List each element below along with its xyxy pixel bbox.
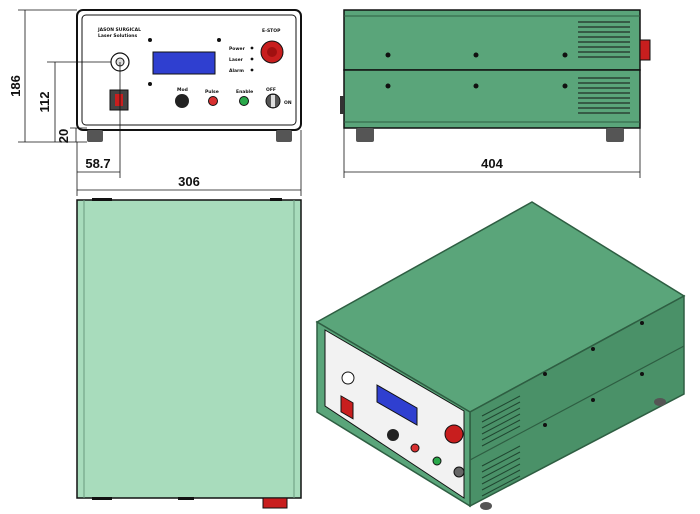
iso-vent-upper (481, 395, 521, 447)
side-foot-right (606, 128, 624, 142)
iso-foot-front (480, 502, 492, 510)
iso-vent-lower (481, 445, 521, 497)
front-dimensions (18, 9, 302, 196)
iso-estop (444, 424, 464, 444)
dim-height-aperture: 112 (37, 92, 52, 113)
pulse-label: Pulse (205, 89, 219, 95)
side-lower-shell (343, 69, 641, 129)
mode-button (175, 94, 189, 108)
side-view (340, 9, 651, 142)
dim-height-total: 186 (8, 75, 23, 97)
side-vent-lower (578, 77, 630, 114)
lcd-display (152, 51, 216, 75)
top-estop-protrusion (262, 497, 288, 509)
laser-label: Laser (229, 57, 244, 63)
iso-pulse-led (410, 443, 420, 453)
key-on-label: ON (284, 100, 292, 106)
iso-mode-button (387, 429, 399, 441)
top-shell (76, 199, 302, 499)
side-estop-protrusion (639, 39, 651, 61)
enable-label: Enable (236, 89, 253, 95)
front-view: JASON SURGICAL Laser Solutions Power Las… (76, 9, 302, 142)
dim-side-depth: 404 (481, 156, 503, 171)
side-vent-upper (578, 21, 630, 58)
top-view (76, 198, 302, 509)
side-foot-left (356, 128, 374, 142)
dim-front-width: 306 (178, 174, 200, 189)
enable-led (239, 96, 249, 106)
iso-foot-right (654, 398, 666, 406)
brand-line2: Laser Solutions (98, 33, 137, 39)
dim-aperture-offset: 58.7 (85, 156, 110, 171)
side-dimensions (343, 128, 641, 178)
iso-front-panel (324, 329, 465, 499)
mode-label: Mod (177, 87, 188, 93)
isometric-view (315, 201, 686, 510)
side-upper-shell (343, 9, 641, 71)
brand-line1: JASON SURGICAL (97, 27, 141, 33)
estop-label: E-STOP (262, 28, 281, 34)
foot-right (276, 130, 292, 142)
alarm-label: Alarm (229, 68, 244, 74)
pulse-led (208, 96, 218, 106)
key-label: OFF (266, 87, 276, 93)
iso-aperture (341, 371, 355, 385)
iso-enable-led (432, 456, 442, 466)
iso-lcd (376, 384, 418, 426)
iso-key-switch (453, 466, 465, 478)
foot-left (87, 130, 103, 142)
power-label: Power (229, 46, 246, 52)
dim-foot-height: 20 (56, 129, 71, 143)
iso-power-switch (340, 395, 354, 420)
